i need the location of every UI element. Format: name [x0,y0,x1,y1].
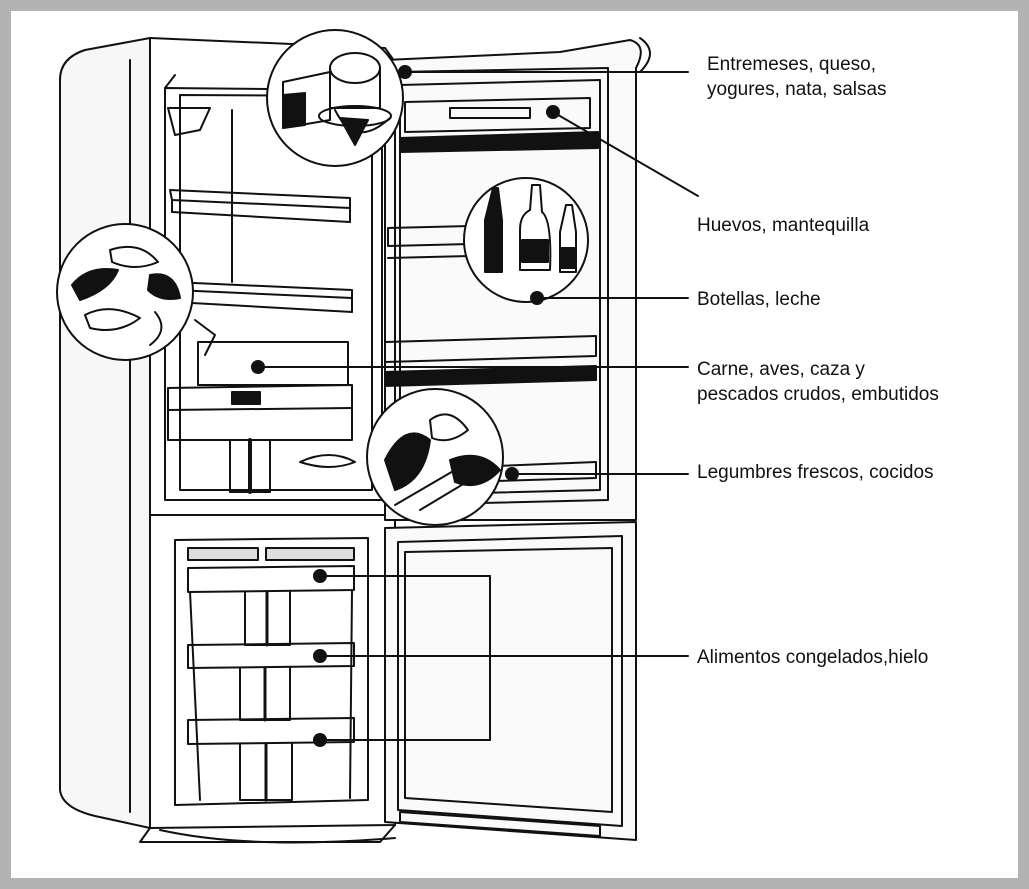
label-eggs-line1: Huevos, mantequilla [697,215,870,236]
dairy-bubble [266,29,404,167]
label-bottles: Botellas, leche [697,287,821,312]
meat-bubble [56,223,216,361]
label-meat-line1: Carne, aves, caza y [697,359,865,380]
label-frozen-line1: Alimentos congelados,hielo [697,647,929,668]
label-meat: Carne, aves, caza y pescados crudos, emb… [697,357,939,407]
label-dairy-line2: yogures, nata, salsas [707,79,887,100]
freezer-door [384,521,637,841]
label-dairy-line1: Entremeses, queso, [707,54,876,75]
label-vegetables: Legumbres frescos, cocidos [697,460,934,485]
vegetables-bubble [299,388,504,526]
label-vegetables-line1: Legumbres frescos, cocidos [697,462,934,483]
label-bottles-line1: Botellas, leche [697,289,821,310]
label-meat-line2: pescados crudos, embutidos [697,384,939,405]
callout-dots [251,65,560,747]
label-eggs: Huevos, mantequilla [697,213,869,238]
bottles-bubble [463,177,589,303]
callout-lines [257,71,699,741]
freezer-drawers [187,547,355,802]
label-dairy: Entremeses, queso, yogures, nata, salsas [707,52,887,102]
meat-drawer [167,341,353,494]
label-frozen: Alimentos congelados,hielo [697,645,928,670]
